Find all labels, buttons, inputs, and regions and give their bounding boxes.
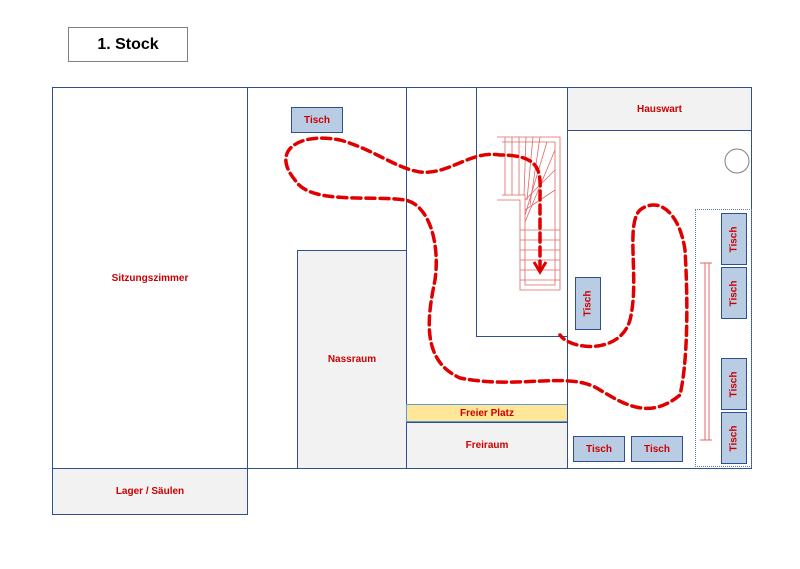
nassraum-label: Nassraum	[327, 354, 377, 365]
sitzungszimmer-label: Sitzungszimmer	[111, 272, 189, 284]
table-south-1: Tisch	[573, 436, 625, 462]
table-east-1: Tisch	[721, 213, 747, 265]
table-east-3: Tisch	[721, 358, 747, 410]
column-circle-icon	[724, 148, 750, 174]
freiraum-label: Freiraum	[465, 440, 509, 451]
barrier-line	[700, 262, 712, 441]
table-east-4: Tisch	[721, 412, 747, 464]
room-lager: Lager / Säulen	[52, 468, 248, 515]
room-freiraum: Freiraum	[406, 422, 568, 469]
table-stair-side: Tisch	[575, 277, 601, 330]
room-nassraum: Nassraum	[297, 250, 407, 469]
freier-platz: Freier Platz	[406, 404, 568, 422]
walking-route-line	[284, 136, 689, 411]
room-hauswart: Hauswart	[567, 87, 752, 131]
table-east-2: Tisch	[721, 267, 747, 319]
table-zone-outline	[695, 209, 752, 467]
table-west: Tisch	[291, 107, 343, 133]
floor-title: 1. Stock	[68, 27, 188, 62]
route-arrow-icon	[532, 261, 548, 275]
lager-label: Lager / Säulen	[115, 486, 185, 497]
table-south-2: Tisch	[631, 436, 683, 462]
room-sitzungszimmer: Sitzungszimmer	[52, 87, 248, 469]
room-stairwell	[476, 87, 568, 337]
hauswart-label: Hauswart	[636, 103, 682, 115]
